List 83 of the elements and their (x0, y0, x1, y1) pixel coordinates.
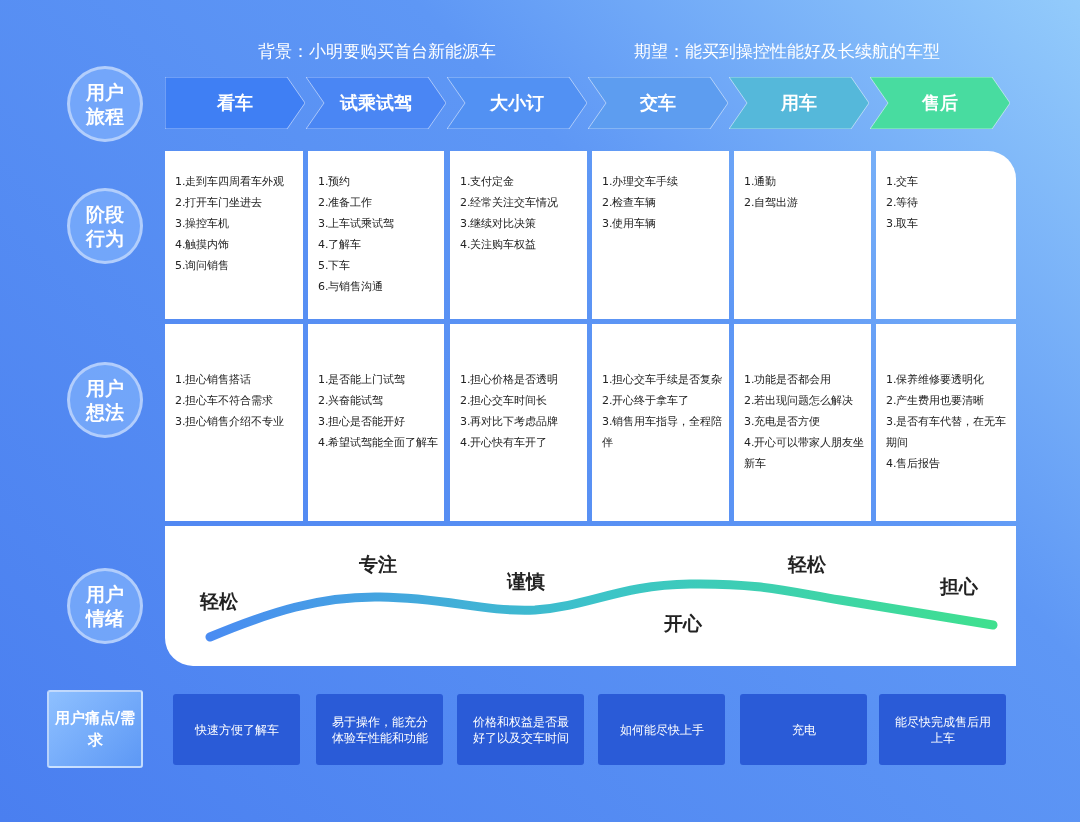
list-item: 2.兴奋能试驾 (318, 393, 385, 409)
stage-banner: 用车 (729, 77, 869, 129)
list-item: 3.上车试乘试驾 (318, 216, 396, 232)
emotion-word: 担心 (940, 574, 978, 599)
table-card (876, 151, 1016, 319)
stage-banner: 试乘试驾 (306, 77, 446, 129)
emotion-word: 专注 (359, 552, 397, 577)
need-box: 价格和权益是否最好了以及交车时间 (457, 694, 584, 765)
list-item: 2.检查车辆 (602, 195, 658, 211)
list-item: 2.打开车门坐进去 (175, 195, 264, 211)
list-item: 1.预约 (318, 174, 352, 190)
list-item: 1.担心销售搭话 (175, 372, 253, 388)
list-item: 2.担心车不符合需求 (175, 393, 275, 409)
header-text: 背景：小明要购买首台新能源车 (258, 40, 496, 63)
stage-banner: 交车 (588, 77, 728, 129)
list-item: 5.询问销售 (175, 258, 231, 274)
table-card (734, 151, 871, 319)
need-box: 充电 (740, 694, 867, 765)
list-item: 4.售后报告 (886, 456, 942, 472)
list-item: 3.担心是否能开好 (318, 414, 407, 430)
list-item: 3.操控车机 (175, 216, 231, 232)
row-header-circle: 用户想法 (67, 362, 143, 438)
table-card (308, 151, 444, 319)
need-box: 能尽快完成售后用上车 (879, 694, 1006, 765)
table-card (592, 324, 729, 521)
list-item: 4.关注购车权益 (460, 237, 538, 253)
list-item: 4.了解车 (318, 237, 363, 253)
list-item: 1.担心价格是否透明 (460, 372, 560, 388)
list-item: 3.是否有车代替，在无车期间 (886, 414, 1008, 451)
table-card (308, 324, 444, 521)
table-card (450, 324, 587, 521)
table-card (450, 151, 587, 319)
row-header-circle: 阶段行为 (67, 188, 143, 264)
list-item: 2.等待 (886, 195, 920, 211)
list-item: 1.支付定金 (460, 174, 516, 190)
list-item: 3.取车 (886, 216, 920, 232)
list-item: 4.开心快有车开了 (460, 435, 549, 451)
list-item: 3.担心销售介绍不专业 (175, 414, 286, 430)
emotion-panel (165, 526, 1016, 666)
table-card (734, 324, 871, 521)
table-card (876, 324, 1016, 521)
list-item: 1.通勤 (744, 174, 778, 190)
emotion-word: 开心 (664, 611, 702, 636)
row-header-circle: 用户旅程 (67, 66, 143, 142)
list-item: 2.自驾出游 (744, 195, 800, 211)
list-item: 3.继续对比决策 (460, 216, 538, 232)
row-header-box: 用户痛点/需求 (47, 690, 143, 768)
list-item: 3.再对比下考虑品牌 (460, 414, 560, 430)
emotion-word: 轻松 (788, 552, 826, 577)
list-item: 3.销售用车指导，全程陪伴 (602, 414, 724, 451)
list-item: 1.交车 (886, 174, 920, 190)
list-item: 3.充电是否方便 (744, 414, 822, 430)
table-card (592, 151, 729, 319)
header-text: 期望：能买到操控性能好及长续航的车型 (634, 40, 940, 63)
need-box: 快速方便了解车 (173, 694, 300, 765)
list-item: 6.与销售沟通 (318, 279, 385, 295)
need-box: 如何能尽快上手 (598, 694, 725, 765)
list-item: 1.走到车四周看车外观 (175, 174, 286, 190)
list-item: 1.功能是否都会用 (744, 372, 833, 388)
list-item: 1.办理交车手续 (602, 174, 680, 190)
stage-banner: 大小订 (447, 77, 587, 129)
emotion-word: 轻松 (200, 589, 238, 614)
list-item: 1.担心交车手续是否复杂 (602, 372, 724, 388)
table-card (165, 324, 303, 521)
stage-banner: 看车 (165, 77, 305, 129)
list-item: 5.下车 (318, 258, 352, 274)
list-item: 4.触摸内饰 (175, 237, 231, 253)
emotion-word: 谨慎 (507, 569, 545, 594)
table-card (165, 151, 303, 319)
list-item: 2.担心交车时间长 (460, 393, 549, 409)
stage-banner: 售后 (870, 77, 1010, 129)
list-item: 4.开心可以带家人朋友坐新车 (744, 435, 866, 472)
list-item: 2.经常关注交车情况 (460, 195, 560, 211)
list-item: 2.开心终于拿车了 (602, 393, 691, 409)
list-item: 3.使用车辆 (602, 216, 658, 232)
list-item: 2.准备工作 (318, 195, 374, 211)
list-item: 1.是否能上门试驾 (318, 372, 407, 388)
row-header-circle: 用户情绪 (67, 568, 143, 644)
list-item: 2.若出现问题怎么解决 (744, 393, 855, 409)
list-item: 4.希望试驾能全面了解车 (318, 435, 440, 451)
need-box: 易于操作，能充分体验车性能和功能 (316, 694, 443, 765)
list-item: 1.保养维修要透明化 (886, 372, 986, 388)
list-item: 2.产生费用也要清晰 (886, 393, 986, 409)
